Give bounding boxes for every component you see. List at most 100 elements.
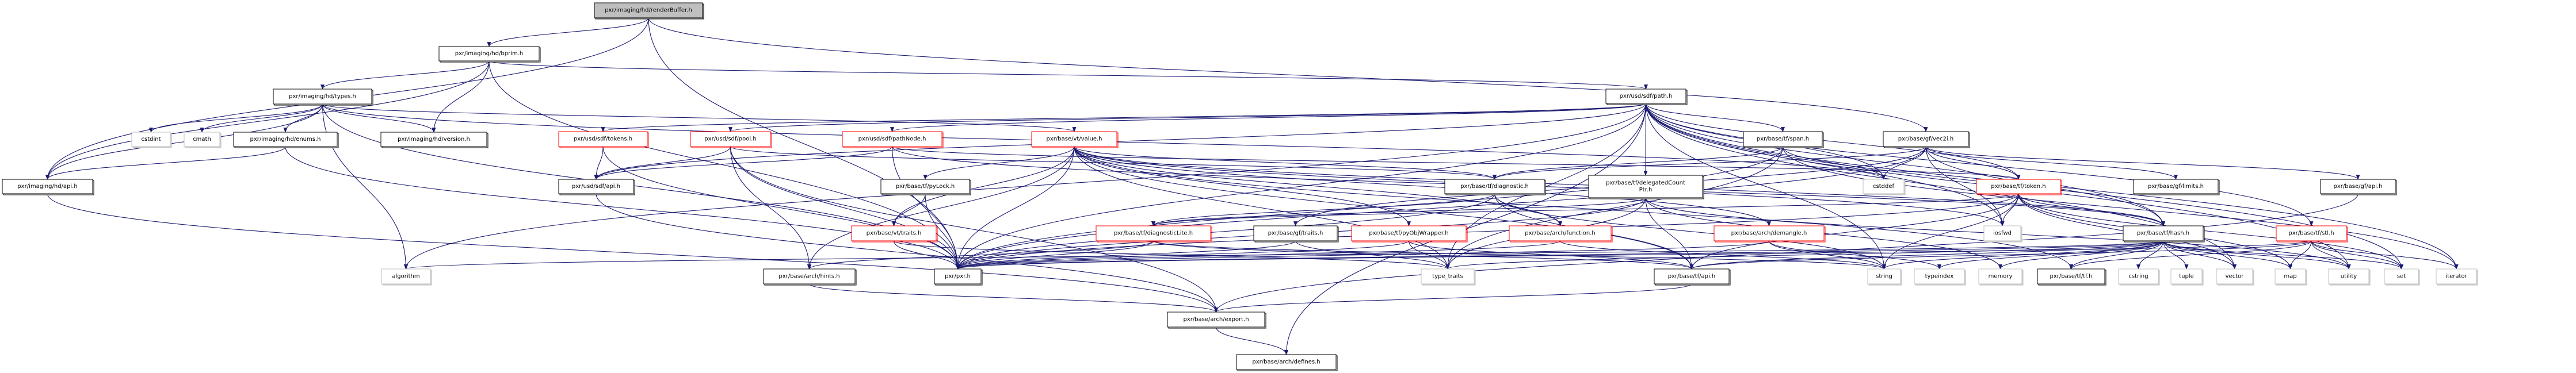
node-pxr-base-gf-traits-h[interactable]: pxr/base/gf/traits.h xyxy=(1253,225,1339,243)
node-pxr-base-tf-span-h[interactable]: pxr/base/tf/span.h xyxy=(1743,131,1824,148)
edge-vtvalue-to-tf xyxy=(1074,146,2073,270)
node-label: pxr/base/tf/api.h xyxy=(1668,274,1716,280)
edge-hash-to-algorithm xyxy=(404,240,2164,270)
node-pxr-base-tf-pylock-h[interactable]: pxr/base/tf/pyLock.h xyxy=(880,179,971,195)
node-pxr-base-tf-hash-h[interactable]: pxr/base/tf/hash.h xyxy=(2123,225,2205,243)
edge-bprim-to-sdfpath xyxy=(489,60,1648,90)
edge-types-to-cstdint xyxy=(149,103,323,133)
node-pxr-base-tf-pyobjwrapper-h[interactable]: pxr/base/tf/pyObjWrapper.h xyxy=(1351,225,1468,243)
node-label: pxr/pxr.h xyxy=(945,274,971,280)
node-label: pxr/base/tf/pyLock.h xyxy=(896,183,955,190)
node-box xyxy=(1444,179,1545,194)
edge-pathNode-to-sdfapi xyxy=(594,146,893,180)
node-type-traits: type_traits xyxy=(1421,268,1476,286)
node-pxr-base-arch-defines-h[interactable]: pxr/base/arch/defines.h xyxy=(1236,354,1338,371)
node-pxr-base-arch-export-h[interactable]: pxr/base/arch/export.h xyxy=(1167,312,1266,329)
edge-renderBuffer-to-vec2i xyxy=(648,17,1928,132)
node-pxr-usd-sdf-pool-h[interactable]: pxr/usd/sdf/pool.h xyxy=(690,131,772,148)
edge-sdfpath-to-algorithm xyxy=(404,103,1647,270)
node-pxr-imaging-hd-version-h[interactable]: pxr/imaging/hd/version.h xyxy=(380,132,489,148)
node-box xyxy=(880,179,970,194)
node-pxr-imaging-hd-renderbuffer-h[interactable]: pxr/imaging/hd/renderBuffer.h xyxy=(594,2,704,20)
node-pxr-base-tf-token-h[interactable]: pxr/base/tf/token.h xyxy=(1976,179,2062,195)
node-pxr-imaging-hd-api-h[interactable]: pxr/imaging/hd/api.h xyxy=(2,179,94,195)
node-pxr-imaging-hd-types-h[interactable]: pxr/imaging/hd/types.h xyxy=(273,89,373,106)
node-box xyxy=(842,131,942,147)
node-label: iosfwd xyxy=(1993,230,2012,237)
edge-token-to-diagLite xyxy=(1151,193,2019,226)
node-box xyxy=(851,225,937,241)
node-label: pxr/imaging/hd/types.h xyxy=(289,94,356,100)
node-pxr-imaging-hd-enums-h[interactable]: pxr/imaging/hd/enums.h xyxy=(233,132,339,148)
edge-delegated-to-diagLite xyxy=(1151,197,1646,226)
node-box xyxy=(1236,354,1337,370)
node-label: cstring xyxy=(2128,274,2148,280)
node-pxr-usd-sdf-api-h[interactable]: pxr/usd/sdf/api.h xyxy=(558,179,635,195)
edge-token-to-iosfwd xyxy=(2000,193,2019,226)
node-cstddef: cstddef xyxy=(1863,179,1906,195)
node-box xyxy=(1421,268,1475,284)
node-pxr-base-arch-function-h[interactable]: pxr/base/arch/function.h xyxy=(1509,225,1613,243)
node-pxr-usd-sdf-pathnode-h[interactable]: pxr/usd/sdf/pathNode.h xyxy=(842,131,944,148)
node-map: map xyxy=(2274,268,2307,286)
node-pxr-base-gf-api-h[interactable]: pxr/base/gf/api.h xyxy=(2320,179,2397,195)
node-label: type_traits xyxy=(1432,274,1463,280)
node-pxr-usd-sdf-tokens-h[interactable]: pxr/usd/sdf/tokens.h xyxy=(558,131,649,148)
node-pxr-base-tf-api-h[interactable]: pxr/base/tf/api.h xyxy=(1654,268,1731,286)
edge-export-to-defines xyxy=(1215,326,1288,355)
edge-layer xyxy=(45,17,2459,355)
edge-types-to-enums xyxy=(283,103,323,133)
node-label: tuple xyxy=(2179,274,2194,280)
node-pxr-imaging-hd-bprim-h[interactable]: pxr/imaging/hd/bprim.h xyxy=(438,46,541,63)
node-pxr-base-tf-tf-h[interactable]: pxr/base/tf/tf.h xyxy=(2037,268,2106,286)
edge-sdfpath-to-iosfwd xyxy=(1645,103,2005,226)
edge-vec2i-to-token xyxy=(1925,146,2021,180)
node-pxr-base-vt-traits-h[interactable]: pxr/base/vt/traits.h xyxy=(851,225,938,243)
node-label: pxr/base/tf/diagnosticLite.h xyxy=(1114,230,1193,237)
node-label: pxr/base/tf/stl.h xyxy=(2288,230,2334,237)
node-box xyxy=(2436,268,2477,284)
edge-vec2i-to-diagnostic xyxy=(1493,146,1926,180)
edge-span-to-cstddef xyxy=(1782,146,1886,180)
node-pxr-base-arch-demangle-h[interactable]: pxr/base/arch/demangle.h xyxy=(1713,225,1826,243)
node-pxr-base-tf-stl-h[interactable]: pxr/base/tf/stl.h xyxy=(2276,225,2348,243)
edge-bprim-to-version xyxy=(432,60,490,133)
edge-sdfpath-to-hash xyxy=(1645,103,2165,226)
node-box xyxy=(1605,89,1686,104)
node-pxr-base-arch-hints-h[interactable]: pxr/base/arch/hints.h xyxy=(763,268,857,286)
edge-sdfpool-to-pxr xyxy=(730,146,960,270)
node-box xyxy=(1743,131,1823,147)
node-pxr-base-tf-diagnostic-h[interactable]: pxr/base/tf/diagnostic.h xyxy=(1444,179,1546,195)
node-box xyxy=(558,179,634,194)
node-pxr-base-tf-diagnosticlite-h[interactable]: pxr/base/tf/diagnosticLite.h xyxy=(1096,225,1212,243)
edge-vtvalue-to-demangle xyxy=(1074,146,1771,226)
edge-vec2i-to-limits xyxy=(1925,146,2178,180)
node-pxr-usd-sdf-path-h[interactable]: pxr/usd/sdf/path.h xyxy=(1605,89,1688,105)
edge-stl-to-pxr xyxy=(956,240,2312,270)
node-cstring: cstring xyxy=(2118,268,2160,286)
node-label: pxr/base/vt/value.h xyxy=(1047,136,1102,143)
edge-vtvalue-to-pxr xyxy=(955,146,1075,270)
node-box xyxy=(1167,312,1265,328)
node-pxr-base-gf-limits-h[interactable]: pxr/base/gf/limits.h xyxy=(2133,179,2220,195)
node-label: typeindex xyxy=(1925,274,1954,280)
edge-hash-to-tfapi xyxy=(1689,240,2164,270)
node-label: pxr/base/tf/pyObjWrapper.h xyxy=(1369,230,1448,237)
edge-stl-to-tf xyxy=(2069,240,2312,270)
node-cstdint: cstdint xyxy=(131,132,172,148)
node-pxr-base-gf-vec2i-h[interactable]: pxr/base/gf/vec2i.h xyxy=(1883,131,1970,148)
edge-types-to-cmath xyxy=(200,103,323,133)
node-label: pxr/imaging/hd/bprim.h xyxy=(455,51,523,57)
node-pxr-base-vt-value-h[interactable]: pxr/base/vt/value.h xyxy=(1031,131,1119,148)
node-box xyxy=(1654,268,1730,284)
edge-vtvalue-to-diagnostic xyxy=(1074,146,1497,180)
edge-sdfpath-to-pxr xyxy=(956,103,1647,270)
node-label: pxr/base/tf/hash.h xyxy=(2137,230,2189,237)
node-set: set xyxy=(2384,268,2420,286)
node-pxr-pxr-h[interactable]: pxr/pxr.h xyxy=(934,268,983,286)
node-box xyxy=(763,268,856,284)
node-box xyxy=(1509,225,1612,241)
edge-sdfapi-to-export xyxy=(596,193,1218,313)
edge-stl-to-utility xyxy=(2311,240,2351,270)
